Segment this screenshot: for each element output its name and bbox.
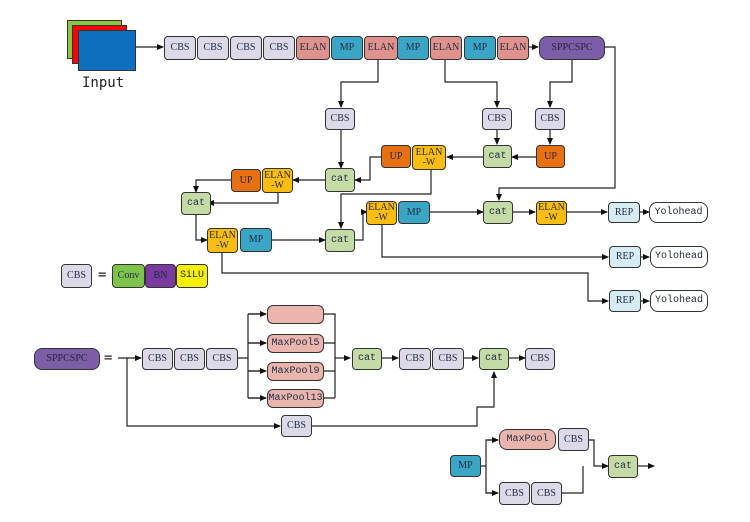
neck-elanw-5[interactable]: ELAN -W [536, 201, 567, 225]
neck-mp-1[interactable]: MP [240, 228, 272, 252]
input-layer-blue [78, 30, 136, 71]
legend-cbs-lhs: CBS [61, 264, 92, 288]
neck-cat-2[interactable]: cat [325, 168, 355, 192]
legend-cbs-equals: = [98, 267, 107, 283]
head-rep-1[interactable]: REP [608, 202, 640, 223]
neck-cat-1[interactable]: cat [483, 145, 512, 168]
edge-cat4-elanw4 [355, 209, 368, 241]
legend-spp-cbs-5: CBS [432, 348, 464, 370]
neck-up-2[interactable]: UP [381, 145, 411, 168]
backbone-elan-7[interactable]: ELAN [364, 36, 398, 60]
edge-mp-top-cat [589, 439, 609, 469]
head-yolohead-1[interactable]: Yolohead [649, 202, 708, 223]
edge-mp-bottom-cat [562, 466, 584, 494]
legend-spp-cat-1: cat [352, 348, 382, 370]
edge-spp-legend-skip [126, 358, 281, 429]
edge-elan1-cbs [338, 60, 379, 108]
legend-spp-maxpool5: MaxPool5 [267, 334, 324, 353]
legend-spp-cat-2: cat [479, 348, 509, 370]
edge-up2-cat2 [354, 156, 381, 183]
neck-mp-2[interactable]: MP [398, 201, 430, 224]
edge-spp-fanin [324, 313, 336, 399]
neck-elanw-3[interactable]: ELAN -W [207, 228, 238, 253]
legend-spp-cbs-3: CBS [206, 348, 238, 370]
legend-mp-cat: cat [608, 455, 638, 478]
edge-up3-cat3 [193, 179, 231, 193]
legend-cbs-silu: SiLU [176, 264, 208, 288]
edge-spp-cbs [547, 60, 573, 108]
backbone-mp-10[interactable]: MP [464, 36, 496, 60]
legend-mp-cbs-bottom-2: CBS [531, 482, 562, 505]
neck-cat-3[interactable]: cat [181, 192, 211, 215]
legend-spp-cbs-out: CBS [525, 348, 555, 370]
input-label: Input [82, 75, 125, 91]
legend-sppcspc-lhs: SPPCSPC [34, 348, 100, 370]
neck-elanw-2[interactable]: ELAN -W [262, 168, 293, 193]
backbone-mp-6[interactable]: MP [331, 36, 363, 60]
neck-cat-5[interactable]: cat [483, 201, 513, 224]
backbone-elan-11[interactable]: ELAN [497, 36, 529, 60]
head-yolohead-3[interactable]: Yolohead [650, 290, 708, 312]
backbone-cbs-4[interactable]: CBS [263, 36, 295, 60]
head-rep-2[interactable]: REP [609, 246, 641, 268]
edge-spp-cat5 [496, 46, 616, 201]
legend-spp-cbs-skip: CBS [281, 415, 312, 437]
head-yolohead-2[interactable]: Yolohead [650, 246, 708, 268]
edge-spp-fanout [238, 313, 266, 399]
edge-cat3-elanw3 [195, 215, 208, 243]
legend-spp-maxpool13: MaxPool13 [267, 389, 324, 408]
backbone-mp-8[interactable]: MP [397, 36, 429, 60]
neck-cbs-a[interactable]: CBS [325, 108, 355, 130]
backbone-cbs-1[interactable]: CBS [164, 36, 196, 60]
legend-cbs-conv: Conv [112, 264, 145, 288]
edge-mp-split [481, 439, 498, 494]
neck-up-3[interactable]: UP [231, 169, 261, 192]
edge-elanw2-cat3 [207, 193, 279, 206]
neck-cat-4[interactable]: cat [325, 229, 355, 252]
edge-elanw4-rep2 [381, 225, 609, 260]
neck-elanw-1[interactable]: ELAN -W [412, 145, 446, 170]
legend-cbs-bn: BN [145, 264, 176, 288]
legend-spp-pool-identity [267, 305, 324, 324]
legend-spp-maxpool9: MaxPool9 [267, 362, 324, 381]
legend-sppcspc-equals: = [104, 350, 113, 366]
legend-spp-cbs-4: CBS [399, 348, 431, 370]
edge-elan2-cbs [444, 60, 500, 108]
head-rep-3[interactable]: REP [609, 290, 641, 312]
neck-cbs-b[interactable]: CBS [482, 108, 512, 130]
sppcspc-block[interactable]: SPPCSPC [539, 36, 605, 60]
legend-mp-lhs: MP [450, 455, 481, 477]
edge-elanw3-rep3 [221, 253, 609, 304]
legend-spp-cbs-2: CBS [174, 348, 205, 370]
legend-mp-maxpool: MaxPool [499, 429, 556, 450]
neck-up-1[interactable]: UP [536, 145, 565, 168]
neck-elanw-4[interactable]: ELAN -W [366, 201, 397, 225]
backbone-cbs-3[interactable]: CBS [230, 36, 262, 60]
legend-mp-cbs-bottom-1: CBS [499, 482, 530, 505]
legend-mp-cbs-top: CBS [558, 428, 589, 451]
edge-elanw1-cat4 [338, 170, 432, 229]
backbone-elan-9[interactable]: ELAN [430, 36, 462, 60]
neck-cbs-c[interactable]: CBS [535, 108, 565, 130]
edge-spp-skip-cat2 [312, 371, 497, 427]
legend-spp-cbs-1: CBS [142, 348, 173, 370]
backbone-elan-5[interactable]: ELAN [296, 36, 330, 60]
backbone-cbs-2[interactable]: CBS [197, 36, 229, 60]
